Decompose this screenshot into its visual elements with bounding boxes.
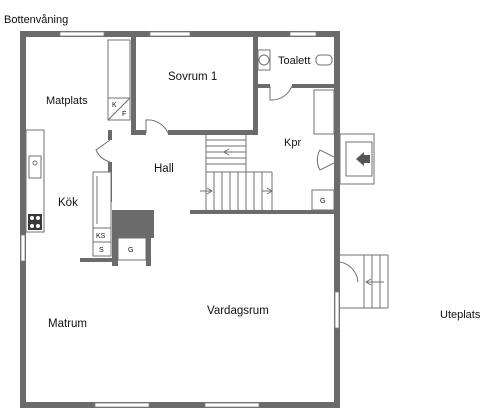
kpr-fixtures: G bbox=[311, 89, 335, 211]
doors bbox=[95, 85, 342, 171]
s-label: S bbox=[99, 247, 104, 254]
sink bbox=[28, 155, 42, 179]
floor-title: Bottenvåning bbox=[4, 14, 68, 26]
kf-f-label: F bbox=[122, 111, 126, 118]
entrance-porch bbox=[339, 133, 375, 185]
room-matplats: Matplats bbox=[46, 95, 88, 107]
room-vardagsrum: Vardagsrum bbox=[207, 305, 269, 317]
stove bbox=[28, 214, 42, 230]
room-sovrum-1: Sovrum 1 bbox=[168, 71, 217, 83]
kitchen-counter bbox=[25, 129, 45, 233]
g-hall-label: G bbox=[128, 247, 133, 254]
patio-stair bbox=[339, 254, 389, 309]
toilet-fixtures bbox=[257, 49, 333, 71]
entrance-arrow-icon bbox=[356, 152, 370, 166]
g-kpr-cabinet bbox=[311, 189, 335, 211]
g-kpr-label: G bbox=[320, 198, 325, 205]
cabinets: K F bbox=[107, 39, 131, 121]
kf-k-label: K bbox=[112, 102, 117, 109]
s-cabinet bbox=[92, 241, 112, 257]
room-kpr: Kpr bbox=[284, 137, 301, 149]
room-matrum: Matrum bbox=[48, 318, 87, 330]
room-hall: Hall bbox=[154, 163, 174, 175]
main-stair bbox=[200, 135, 273, 210]
room-uteplats: Uteplats bbox=[440, 309, 481, 321]
room-kok: Kök bbox=[58, 197, 78, 209]
room-toalett: Toalett bbox=[278, 55, 310, 67]
windows bbox=[20, 31, 340, 408]
kitchen-island: KS S G bbox=[80, 171, 151, 266]
ks-label: KS bbox=[96, 233, 106, 240]
